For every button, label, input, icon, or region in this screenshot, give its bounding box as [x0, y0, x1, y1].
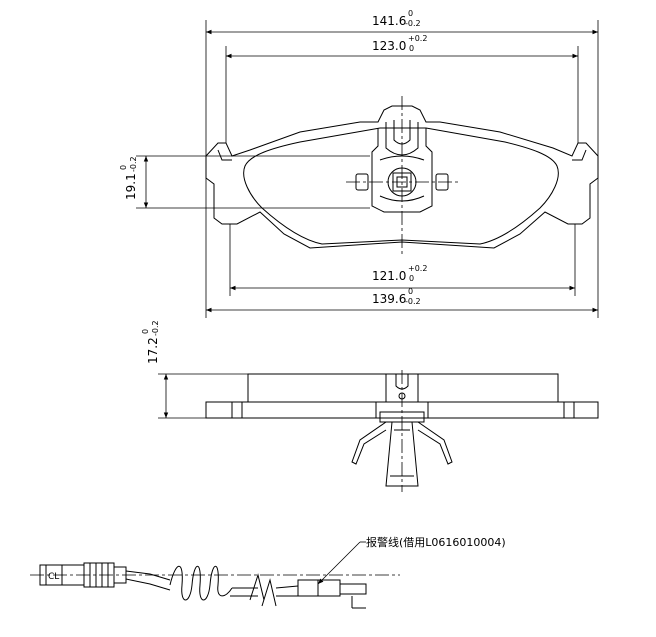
dim-thickness: 17.2 0 -0.2 [141, 320, 248, 419]
wire-end [275, 585, 299, 589]
sensor-callout: 报警线(借用L0616010004) [366, 535, 506, 549]
callout-leader [317, 541, 366, 585]
dim-overall-width-bottom: 139.6 0 -0.2 [205, 178, 599, 318]
side-friction-block [247, 373, 559, 403]
sensor-body [297, 579, 341, 597]
dim-overall-width: 141.6 0 -0.2 [205, 9, 599, 156]
right-corner-detail [572, 149, 587, 161]
spring-clip-left-leg [351, 421, 387, 465]
dim-overall-width-bottom-lower: -0.2 [405, 297, 421, 306]
sensor-tip [339, 583, 367, 595]
dim-overall-width-upper: 0 [408, 9, 413, 18]
dim-inner-width-bottom: 121.0 +0.2 0 [229, 224, 576, 296]
dim-height: 19.1 0 -0.2 [119, 155, 370, 209]
connector-tag: CL [48, 572, 59, 582]
dim-inner-width-bottom-value: 121.0 [372, 269, 406, 283]
dim-overall-width-value: 141.6 [372, 14, 406, 28]
dim-height-value: 19.1 [124, 173, 138, 200]
dim-inner-width-top: 123.0 +0.2 0 [225, 34, 579, 143]
dim-overall-width-bottom-value: 139.6 [372, 292, 406, 306]
wire-lead-2 [125, 578, 171, 591]
centerlines-top [346, 96, 458, 256]
break-mark-1 [249, 573, 265, 601]
dim-thickness-upper: 0 [141, 329, 150, 334]
spring-clip-right-leg [417, 421, 453, 465]
backplate-outline [205, 105, 599, 249]
dim-thickness-value: 17.2 [146, 337, 160, 364]
dim-inner-width-bottom-lower: 0 [409, 274, 414, 283]
friction-pad-outline [243, 127, 559, 245]
wire-lead [125, 570, 171, 581]
break-mark-2 [261, 578, 277, 607]
left-corner-detail [217, 149, 232, 161]
dim-inner-width-top-lower: 0 [409, 44, 414, 53]
wire-coil [169, 565, 233, 601]
dim-inner-width-bottom-upper: +0.2 [408, 264, 427, 273]
dim-height-upper: 0 [119, 165, 128, 170]
dim-inner-width-top-upper: +0.2 [408, 34, 427, 43]
dim-overall-width-bottom-upper: 0 [408, 287, 413, 296]
sensor-wire [39, 562, 367, 609]
dim-height-lower: -0.2 [129, 156, 138, 172]
dim-thickness-lower: -0.2 [151, 320, 160, 336]
dim-inner-width-top-value: 123.0 [372, 39, 406, 53]
dim-overall-width-lower: -0.2 [405, 19, 421, 28]
